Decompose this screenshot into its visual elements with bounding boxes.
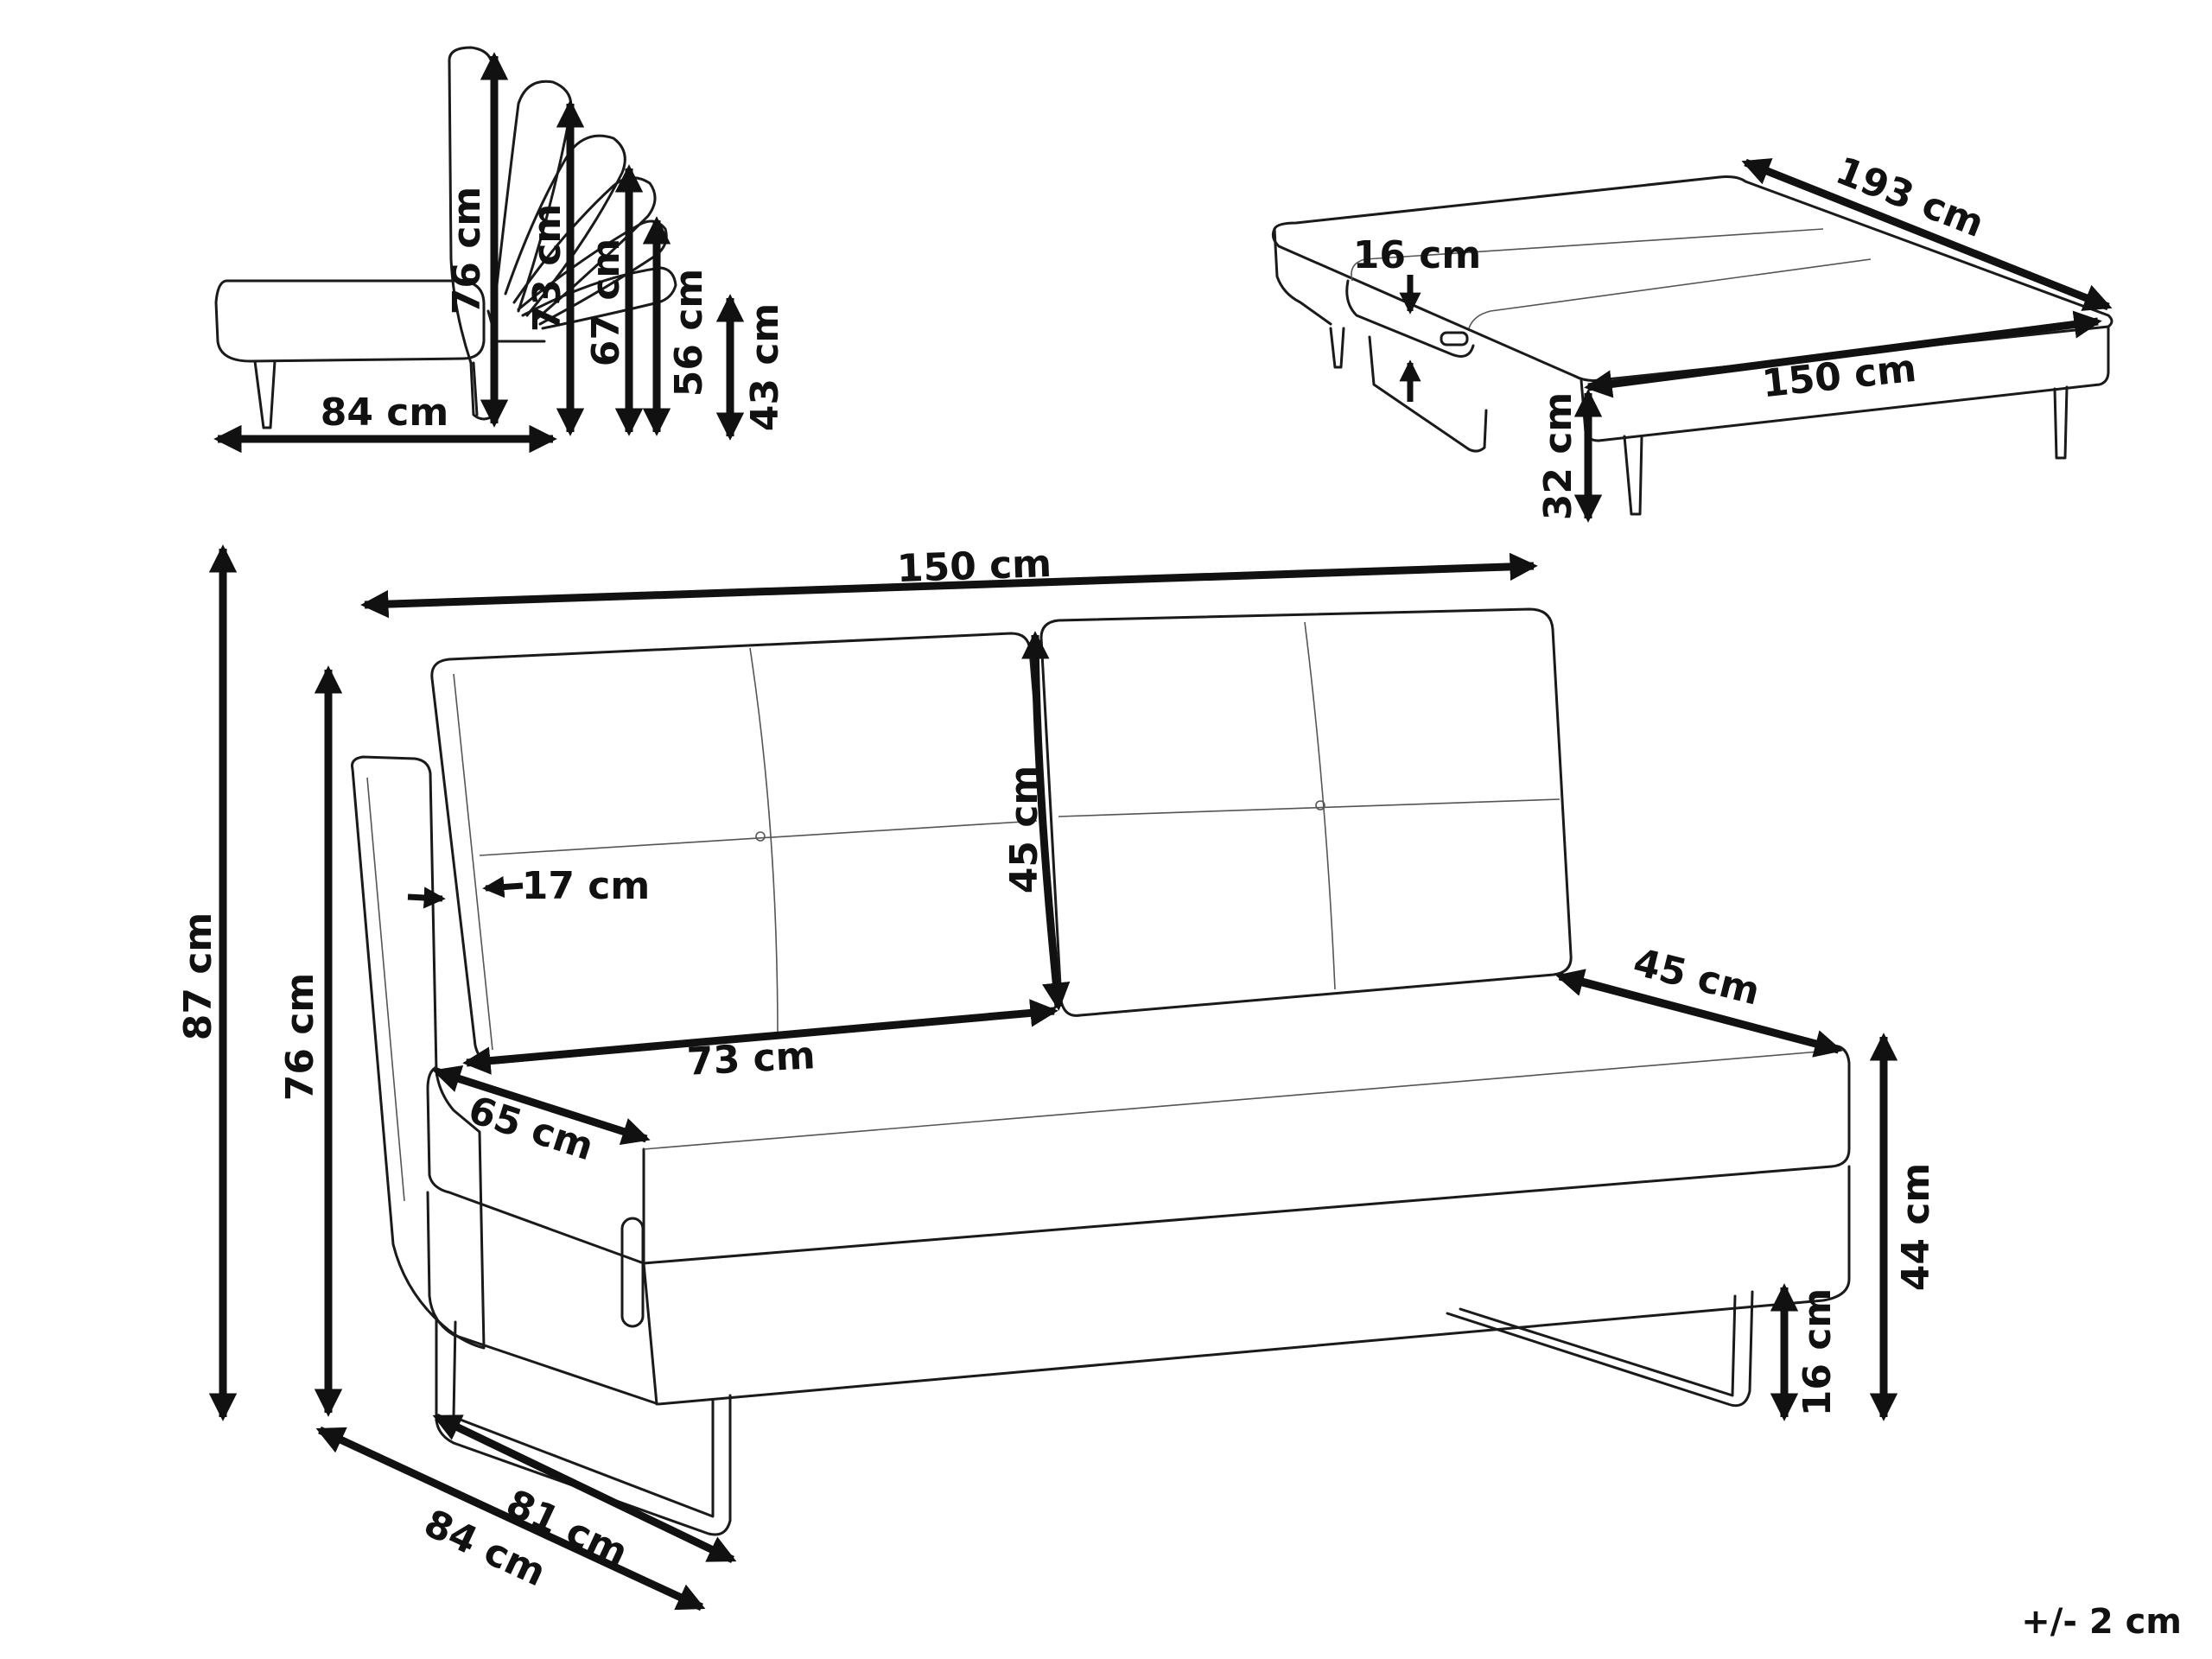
front-back-cushion-left-vseam [749, 647, 779, 1038]
front-sled-leg-right-inner [1459, 1294, 1737, 1397]
bed-cushion-edge [1345, 279, 1475, 358]
label-front-17: 17 cm [522, 864, 650, 908]
front-side-handle [620, 1217, 645, 1328]
front-back-cushion-left [430, 632, 1060, 1065]
bed-frame [1368, 335, 1488, 453]
label-front-150: 150 cm [896, 542, 1052, 591]
label-front-44: 44 cm [1894, 1163, 1938, 1291]
arrow-front-65 [432, 1065, 651, 1146]
bed-cushion-line1 [1351, 228, 1824, 282]
label-side-43: 43 cm [743, 303, 787, 431]
label-front-16: 16 cm [1796, 1288, 1840, 1416]
label-side-56: 56 cm [667, 269, 711, 397]
side-backrest-pos1 [495, 79, 573, 313]
front-back-cushion-left-hseam [479, 820, 1038, 856]
label-side-67: 67 cm [584, 238, 628, 366]
label-bed-16: 16 cm [1353, 233, 1481, 277]
label-front-87: 87 cm [176, 912, 220, 1040]
front-back-cushion-right-hseam [1058, 798, 1560, 817]
bed-view-drawing [1271, 175, 2113, 516]
bed-cushion-line2 [1468, 258, 1872, 329]
bed-handle [1440, 331, 1469, 346]
front-back-cushion-right-vseam [1304, 621, 1336, 990]
arrow-front-17-in [407, 887, 446, 909]
label-side-76: 76 cm [445, 187, 489, 315]
front-seat-top-edge [643, 1049, 1841, 1150]
label-bed-32: 32 cm [1536, 392, 1580, 520]
bed-left-face [1273, 227, 1332, 326]
arrow-bed-150 [1584, 310, 2102, 398]
label-front-45-back: 45 cm [1002, 766, 1046, 893]
arrow-front-17-out [482, 875, 524, 899]
bed-leg-front [1623, 435, 1643, 516]
front-armrest-seam [366, 777, 405, 1202]
front-base-corner [642, 1262, 658, 1406]
bed-leg-left [1329, 327, 1345, 369]
arrow-front-73 [462, 999, 1058, 1075]
front-back-cushion-left-edge [453, 673, 493, 1051]
front-sled-leg-right [1446, 1290, 1754, 1408]
label-bed-150: 150 cm [1760, 346, 1918, 406]
bed-top-surface [1271, 175, 2113, 382]
label-front-76: 76 cm [278, 973, 322, 1101]
arrow-front-84 [315, 1426, 706, 1611]
front-back-cushion-left-button [755, 831, 766, 842]
front-armrest [351, 755, 486, 1350]
front-back-cushion-right-button [1315, 800, 1325, 810]
front-back-cushion-right [1039, 607, 1573, 1017]
side-leg-back [472, 361, 479, 416]
front-seat-cushion [426, 975, 1851, 1265]
side-seat-outline [214, 279, 486, 363]
arrow-front-150 [360, 552, 1538, 619]
front-view-drawing [351, 607, 1851, 1536]
tolerance-note: +/- 2 cm [2021, 1602, 2182, 1642]
front-base [426, 1165, 1851, 1406]
side-leg-front [253, 359, 276, 429]
arrow-front-45-back [1021, 631, 1071, 1011]
arrow-bed-193 [1741, 158, 2113, 311]
label-front-73: 73 cm [686, 1033, 817, 1084]
arrow-front-45-seat [1555, 969, 1843, 1058]
label-side-73: 73 cm [525, 204, 569, 332]
bed-leg-right [2053, 385, 2069, 460]
label-side-84: 84 cm [321, 391, 448, 435]
